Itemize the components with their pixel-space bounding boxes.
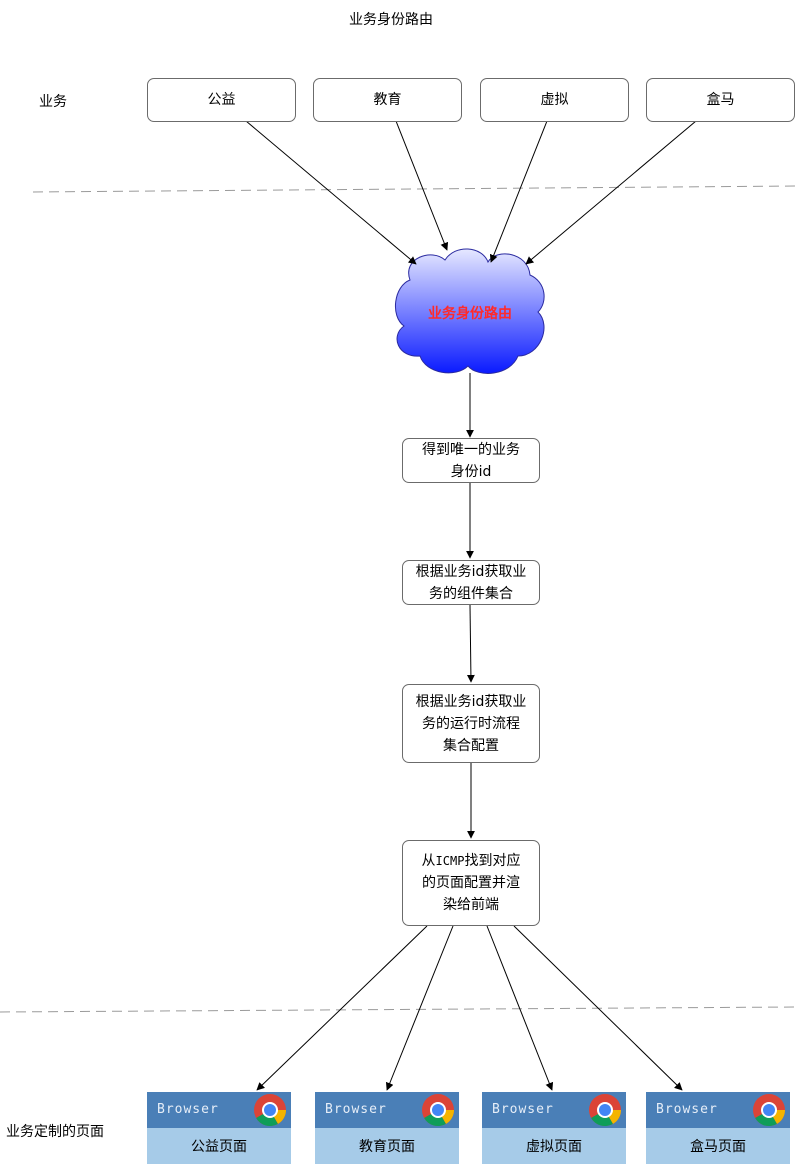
business-box-hema: 盒马 [646, 78, 795, 122]
browser-page-label: 虚拟页面 [482, 1128, 626, 1164]
separator-bottom [0, 1006, 795, 1013]
step-get-runtime-flow: 根据业务id获取业 务的运行时流程 集合配置 [402, 684, 540, 763]
step-render-page: 从ICMP找到对应 的页面配置并渲 染给前端 [402, 840, 540, 926]
arrow-step2-to-step3 [466, 604, 475, 683]
chrome-icon [422, 1094, 455, 1127]
business-box-jiaoyu: 教育 [313, 78, 462, 122]
business-box-gongyi: 公益 [147, 78, 296, 122]
cloud-label: 业务身份路由 [428, 306, 512, 322]
arrow-jiaoyu-to-cloud [395, 120, 449, 251]
browser-page-label: 盒马页面 [646, 1128, 790, 1164]
business-box-xuni: 虚拟 [480, 78, 629, 122]
browser-xuni: Browser 虚拟页面 [482, 1092, 626, 1164]
step-render-prefix: 从 [421, 853, 436, 869]
browser-bar-label: Browser [325, 1102, 387, 1117]
separator-top [32, 185, 795, 193]
step-render-icmp: ICMP [435, 854, 465, 868]
browser-bar: Browser [147, 1092, 291, 1128]
browser-page-label: 公益页面 [147, 1128, 291, 1164]
browser-bar-label: Browser [656, 1102, 718, 1117]
arrow-gongyi-to-cloud [245, 120, 417, 265]
browser-bar-label: Browser [492, 1102, 554, 1117]
arrow-step4-to-browser-3 [486, 925, 554, 1091]
step-get-unique-id: 得到唯一的业务 身份id [402, 438, 540, 483]
arrow-step4-to-browser-4 [513, 925, 683, 1091]
browser-gongyi: Browser 公益页面 [147, 1092, 291, 1164]
chrome-icon [753, 1094, 786, 1127]
label-business: 业务 [39, 94, 67, 110]
chrome-icon [254, 1094, 287, 1127]
browser-page-label: 教育页面 [315, 1128, 459, 1164]
label-custom-pages: 业务定制的页面 [6, 1124, 104, 1140]
browser-jiaoyu: Browser 教育页面 [315, 1092, 459, 1164]
browser-bar: Browser [646, 1092, 790, 1128]
browser-bar: Browser [482, 1092, 626, 1128]
arrow-xuni-to-cloud [489, 120, 548, 263]
browser-bar-label: Browser [157, 1102, 219, 1117]
browser-bar: Browser [315, 1092, 459, 1128]
browser-hema: Browser 盒马页面 [646, 1092, 790, 1164]
arrow-hema-to-cloud [525, 120, 697, 265]
step-get-components: 根据业务id获取业 务的组件集合 [402, 560, 540, 605]
diagram-title: 业务身份路由 [349, 12, 433, 28]
chrome-icon [589, 1094, 622, 1127]
step-render-suffix: 找到对应 的页面配置并渲 染给前端 [422, 853, 521, 913]
arrow-step4-to-browser-2 [385, 925, 454, 1091]
arrow-step4-to-browser-1 [256, 925, 428, 1091]
cloud-shape [394, 248, 545, 374]
